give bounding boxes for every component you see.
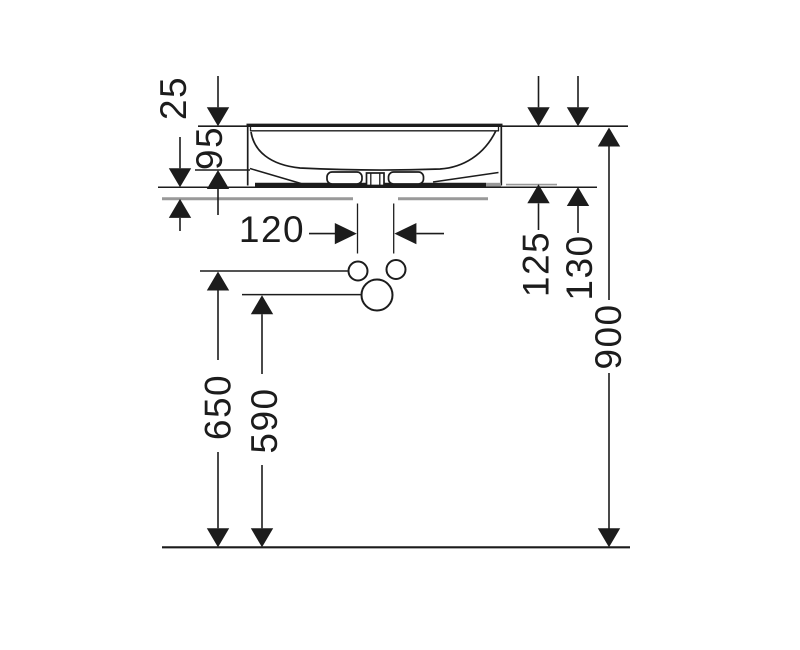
arrowhead-down — [566, 107, 590, 127]
dimension-125: 125 — [515, 76, 556, 297]
dimension-label-590: 590 — [244, 387, 285, 453]
dimension-label-130: 130 — [559, 234, 600, 300]
drain-washer-right — [387, 171, 425, 185]
arrowhead-right — [334, 223, 357, 245]
arrowhead-down — [168, 168, 192, 188]
arrowhead-down — [527, 107, 550, 127]
drain-washer-left — [326, 171, 363, 185]
dimension-95: 95 — [189, 76, 230, 215]
basin-foot-line-right — [432, 171, 499, 183]
faucet-hole-group — [200, 259, 407, 312]
dimension-120: 120 — [239, 203, 444, 254]
arrowhead-up — [206, 170, 230, 189]
arrowhead-up — [206, 271, 230, 291]
dimension-label-650: 650 — [197, 374, 238, 440]
dimension-label-25: 25 — [153, 76, 194, 120]
dimension-25: 25 — [153, 76, 194, 231]
dimension-label-125: 125 — [515, 231, 556, 297]
dimension-590: 590 — [244, 295, 285, 548]
basin-bowl-curve — [250, 130, 497, 171]
arrowhead-down — [206, 528, 230, 548]
arrowhead-up — [168, 198, 192, 218]
dimension-label-900: 900 — [588, 303, 629, 369]
arrowhead-up — [527, 184, 550, 204]
arrowhead-down — [597, 528, 621, 548]
small-hole-left — [347, 260, 369, 282]
arrowhead-down — [206, 107, 230, 127]
arrowhead-up — [566, 187, 590, 206]
basin-foot-line-left — [249, 167, 302, 185]
arrowhead-up — [250, 295, 274, 315]
drain-pipe — [365, 172, 385, 187]
dimension-650: 650 — [197, 271, 238, 548]
washbasin-side-view — [158, 123, 628, 201]
dimension-label-95: 95 — [189, 126, 230, 170]
arrowhead-left — [394, 223, 417, 245]
small-hole-right — [385, 259, 407, 280]
dimension-900: 900 — [588, 127, 629, 548]
large-hole — [360, 278, 394, 312]
arrowhead-up — [597, 127, 621, 147]
arrowhead-down — [250, 528, 274, 548]
dimension-label-120: 120 — [239, 209, 305, 250]
dimension-130: 130 — [559, 76, 600, 301]
